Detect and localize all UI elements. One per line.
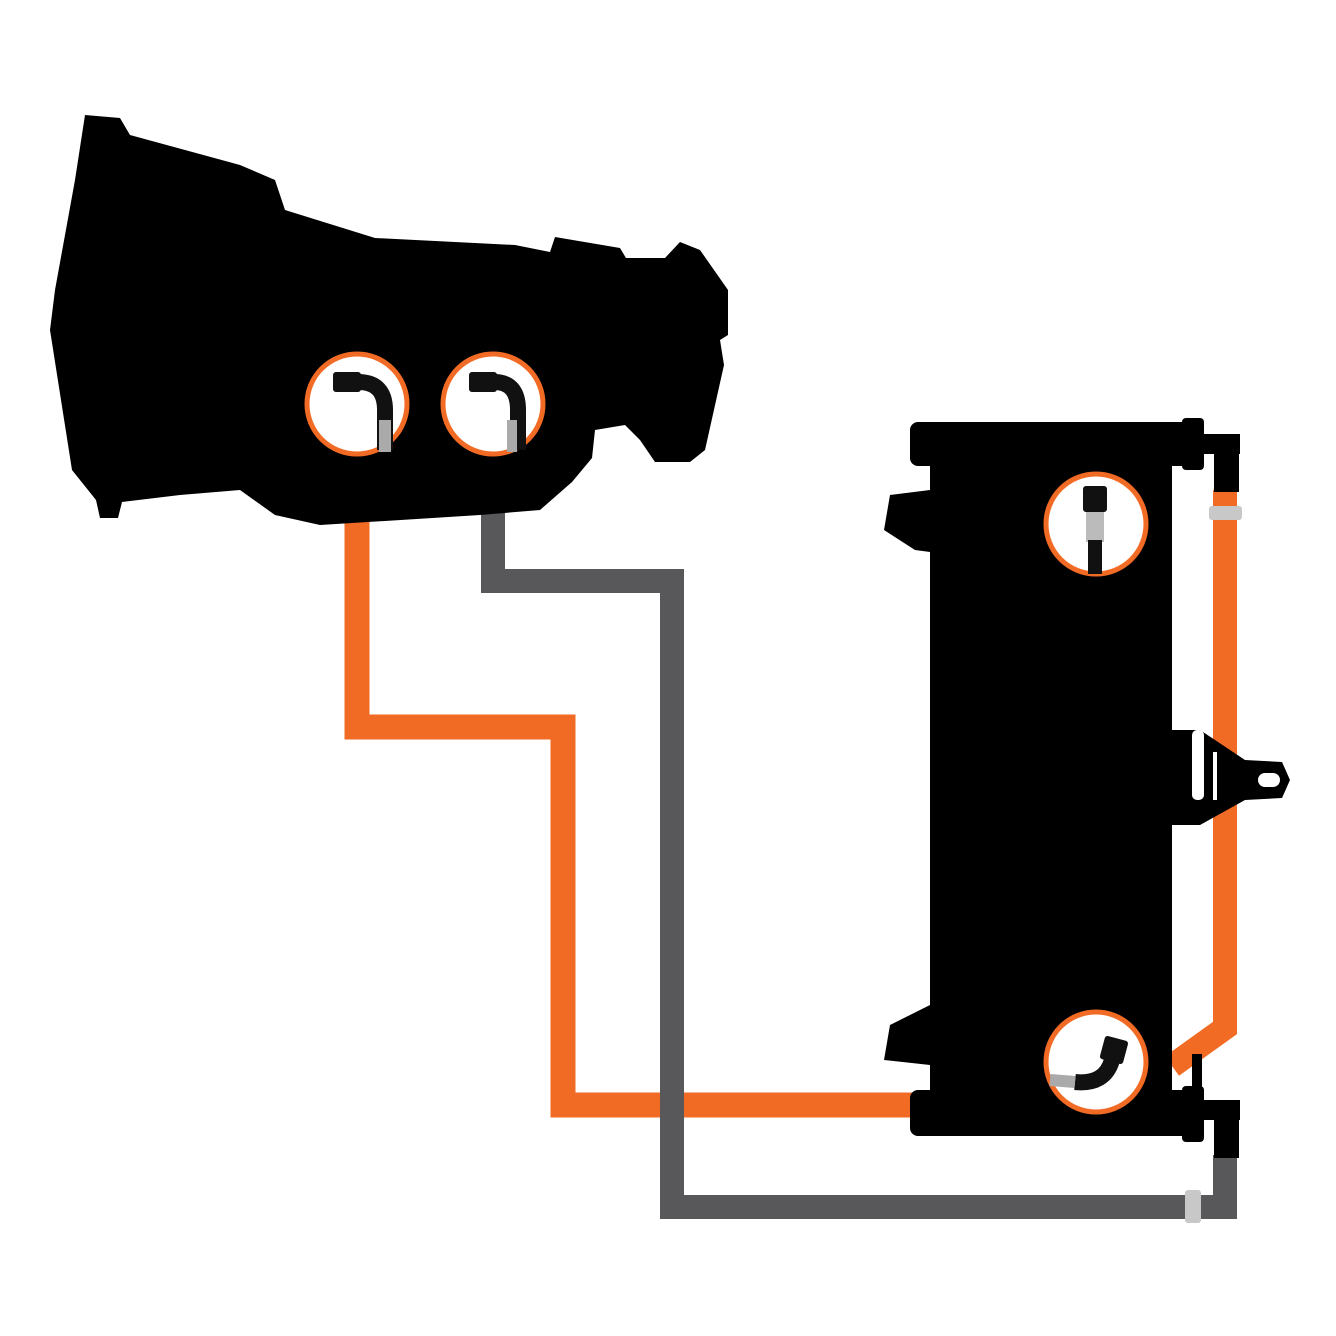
elbow-fitting-icon [469, 372, 526, 452]
return-line [481, 480, 1237, 1219]
callout-cooler-bottom [1043, 1009, 1149, 1115]
connector-sleeve [1209, 506, 1242, 520]
callout-cooler-top [1043, 471, 1149, 577]
connector-sleeve [1185, 1190, 1201, 1223]
elbow-fitting-icon [1049, 1035, 1129, 1091]
callout-transmission-outlet [304, 351, 410, 457]
mount-bracket-bottom-left [884, 1005, 930, 1065]
transmission-silhouette [50, 115, 728, 525]
mount-bracket-top-left [884, 490, 930, 552]
feed-line-cooler-side [1165, 490, 1237, 1076]
elbow-fitting-icon [333, 372, 393, 452]
straight-fitting-icon [1083, 486, 1107, 574]
callout-transmission-return [440, 351, 546, 457]
